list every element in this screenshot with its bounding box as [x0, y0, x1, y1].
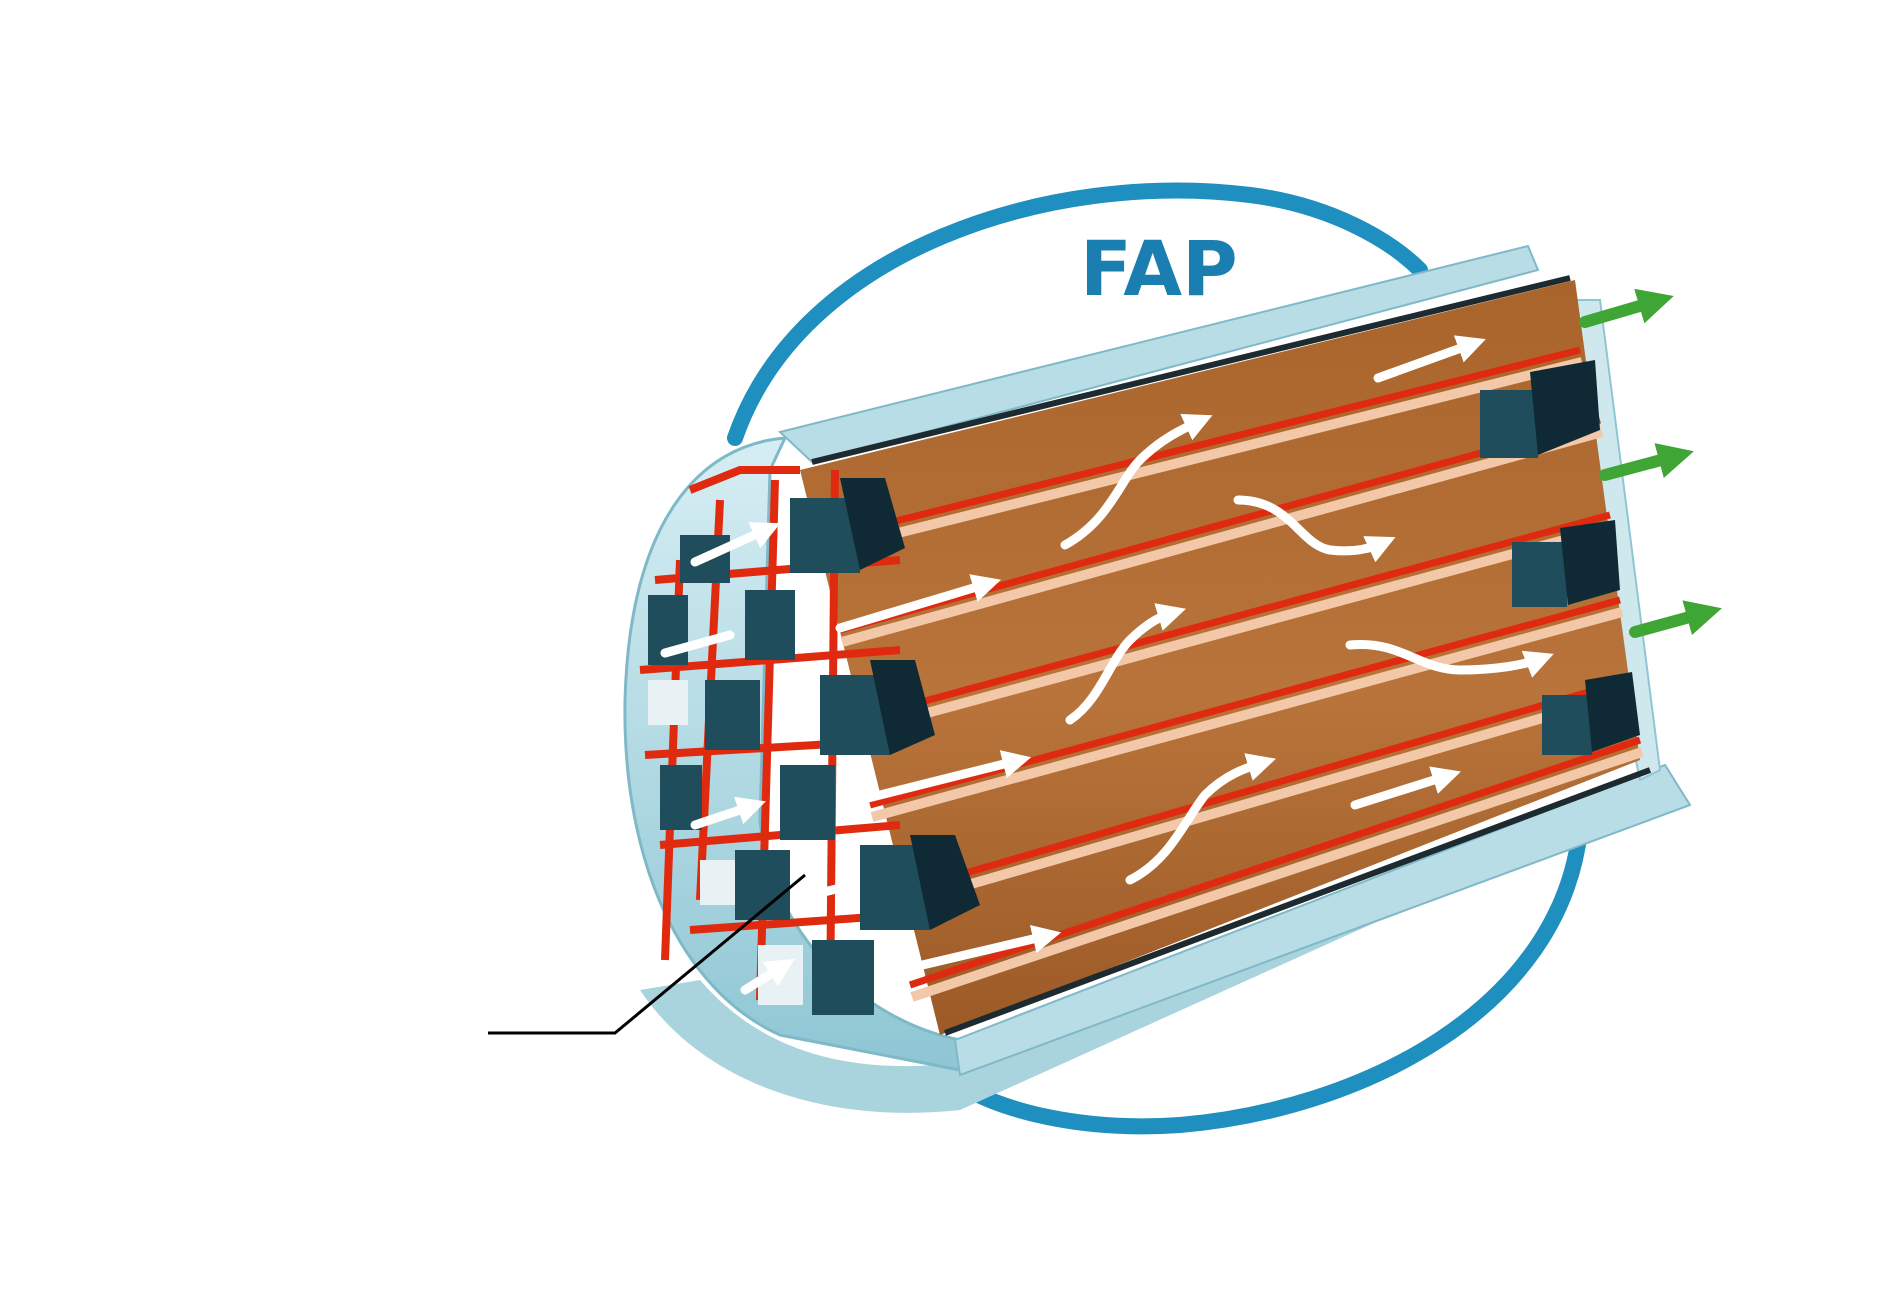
channel-wall — [889, 676, 1634, 912]
plug-cell — [648, 680, 688, 725]
diagram-title: FAP — [1080, 224, 1238, 313]
plug-cell — [860, 835, 980, 930]
outlet-arrow-icon — [1599, 443, 1694, 481]
flow-arrow-icon — [1345, 639, 1554, 678]
outer-ring — [727, 182, 1588, 1135]
ring-top-arc — [727, 182, 1428, 446]
outlet-arrow-icon — [1629, 600, 1722, 638]
flow-arrow-icon — [690, 796, 766, 830]
plug-cell — [705, 680, 760, 750]
flow-arrow-icon — [1060, 414, 1213, 550]
inner-edge-bottom — [943, 767, 1652, 1036]
flow-arrow-icon — [855, 750, 1032, 805]
flow-arrow-icon — [1065, 603, 1187, 725]
plug-cell — [790, 478, 905, 573]
outlet-arrow-icon — [1579, 288, 1674, 328]
flow-arrow-icon — [1233, 495, 1396, 563]
plug-cell — [735, 850, 790, 920]
plug-cell — [820, 660, 935, 755]
plug-cell — [745, 590, 795, 660]
flow-arrow-icon — [875, 924, 1062, 980]
plug-cell — [1512, 520, 1620, 607]
plug-cell — [660, 765, 702, 830]
plug-cell — [1542, 672, 1640, 755]
flow-arrow-icon — [1125, 753, 1277, 885]
channel-wall — [839, 416, 1604, 647]
flow-arrow-icon — [740, 958, 795, 995]
channel-wall — [819, 346, 1584, 557]
channel-wall — [854, 511, 1614, 737]
flow-arrow-icon — [660, 630, 735, 658]
flow-arrow-icon — [1350, 766, 1461, 810]
inner-edge-top — [811, 275, 1571, 465]
leader-line — [488, 873, 806, 1035]
flow-arrows — [660, 335, 1554, 995]
plug-cell — [1480, 360, 1600, 458]
outlet-arrows — [1579, 288, 1722, 638]
casing-top-rim — [777, 244, 1540, 464]
flow-arrow-icon — [835, 574, 1002, 633]
plug-cell — [780, 765, 835, 840]
rear-plugs — [1480, 360, 1640, 755]
flow-arrow-icon — [690, 522, 781, 567]
plug-cell — [812, 940, 874, 1015]
casing-bottom-rim — [953, 763, 1692, 1077]
flow-arrow-icon — [815, 883, 845, 898]
ring-bottom-arc — [952, 822, 1588, 1135]
flow-arrow-icon — [1373, 335, 1486, 383]
grid-line — [688, 466, 800, 494]
plug-cell — [700, 860, 735, 905]
